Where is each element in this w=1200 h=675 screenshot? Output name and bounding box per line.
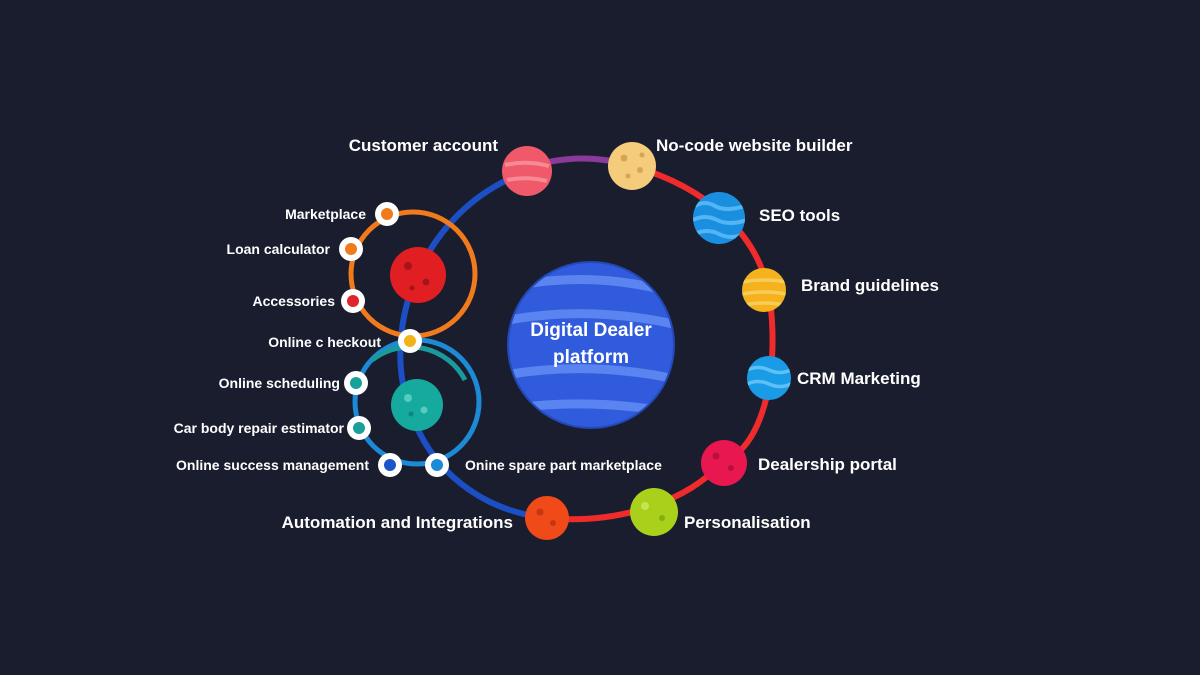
customer-account-planet: [502, 146, 552, 196]
accessories-node: [341, 289, 365, 313]
seo-tools-planet: [693, 192, 745, 244]
dealership-portal-planet: [701, 440, 747, 486]
center-title: Digital Dealer platform: [530, 317, 651, 371]
lower-loop-planet: [391, 379, 443, 431]
personalisation-label: Personalisation: [684, 513, 811, 532]
brand-guidelines-label: Brand guidelines: [801, 276, 939, 295]
online-scheduling-label: Online scheduling: [218, 375, 340, 391]
personalisation-planet: [630, 488, 678, 536]
loan-calculator-node: [339, 237, 363, 261]
crm-marketing-planet: [747, 356, 791, 400]
online-spare-part-marketplace-label: Onine spare part marketplace: [465, 457, 662, 473]
automation-and-integrations-label: Automation and Integrations: [281, 513, 513, 532]
car-body-repair-estimator-label: Car body repair estimator: [173, 420, 344, 436]
center-title-line1: Digital Dealer: [530, 320, 652, 341]
no-code-website-builder-planet: [608, 142, 656, 190]
accessories-label: Accessories: [252, 293, 335, 309]
center-planet: [507, 261, 675, 429]
customer-account-label: Customer account: [348, 136, 498, 155]
online-success-management-label: Online success management: [176, 457, 369, 473]
online-spare-part-marketplace-node: [425, 453, 449, 477]
dealership-portal-label: Dealership portal: [758, 455, 897, 474]
upper-loop-planet: [390, 247, 446, 303]
automation-and-integrations-planet: [525, 496, 569, 540]
loan-calculator-label: Loan calculator: [226, 241, 330, 257]
brand-guidelines-planet: [742, 268, 786, 312]
center-title-line2: platform: [553, 347, 629, 368]
marketplace-node: [375, 202, 399, 226]
online-scheduling-node: [344, 371, 368, 395]
crm-marketing-label: CRM Marketing: [797, 369, 921, 388]
online-success-management-node: [378, 453, 402, 477]
online-checkout-label: Online c heckout: [268, 334, 381, 350]
car-body-repair-estimator-node: [347, 416, 371, 440]
no-code-website-builder-label: No-code website builder: [656, 136, 853, 155]
marketplace-label: Marketplace: [285, 206, 366, 222]
online-checkout-node: [398, 329, 422, 353]
seo-tools-label: SEO tools: [759, 206, 841, 225]
lower-loop-inner-arc: [370, 344, 468, 382]
